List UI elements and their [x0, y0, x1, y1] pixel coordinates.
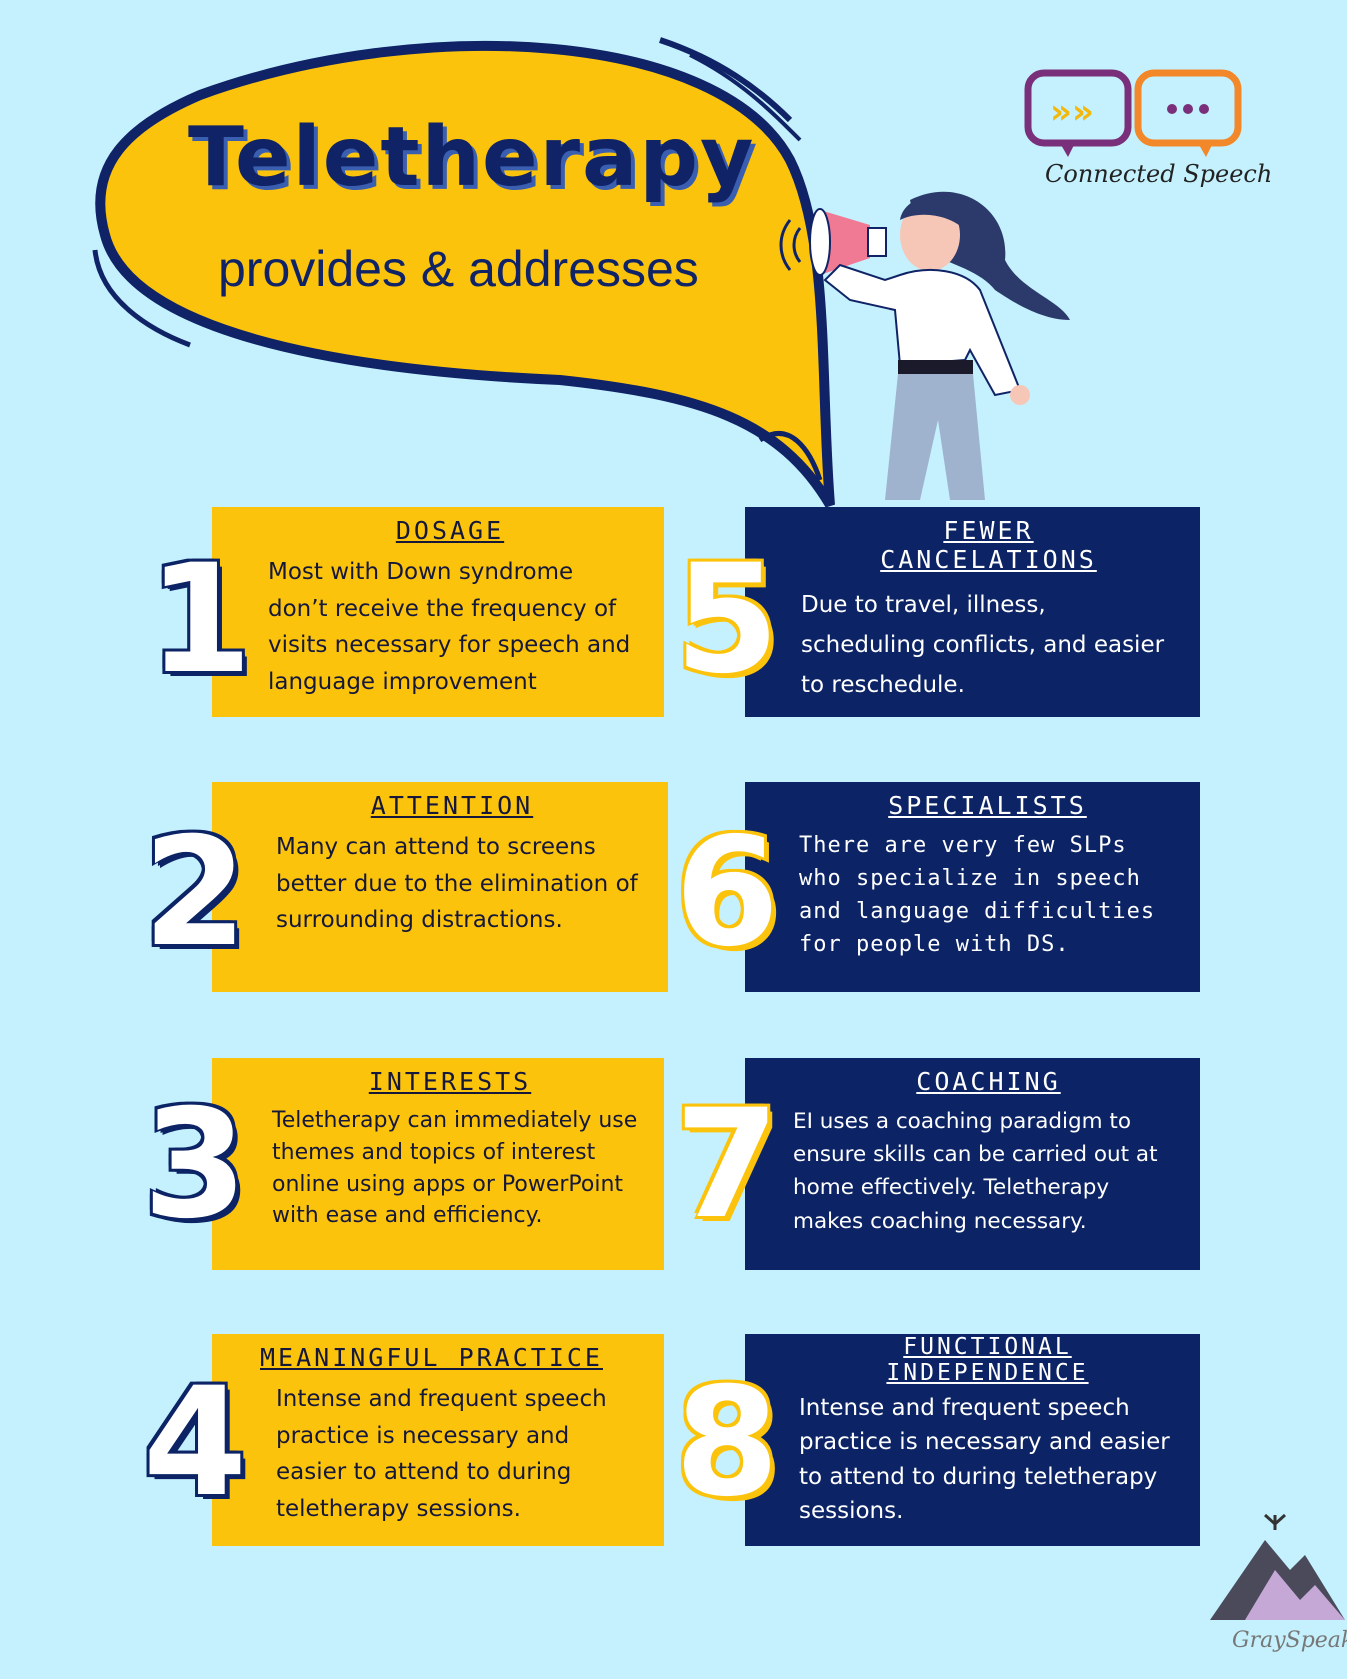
grayspeak-logo-text: GraySpeak [1232, 1628, 1347, 1653]
card-interests: INTERESTS Teletherapy can immediately us… [212, 1058, 664, 1270]
number-badge: 4 [142, 1356, 248, 1530]
page-subtitle: provides & addresses [218, 241, 699, 297]
number-badge: 8 [674, 1356, 780, 1530]
card-title: FEWER CANCELATIONS [880, 516, 1097, 574]
card-body: Due to travel, illness, scheduling confl… [801, 591, 1165, 699]
number-badge: 3 [142, 1078, 248, 1252]
card-body: Intense and frequent speech practice is … [799, 1394, 1170, 1525]
card-title: SPECIALISTS [888, 791, 1087, 820]
card-title: FUNCTIONAL INDEPENDENCE [886, 1334, 1089, 1387]
page-title: Teletherapy [188, 110, 756, 205]
svg-text:»»: »» [1050, 92, 1094, 132]
number-badge: 2 [142, 806, 248, 980]
connected-speech-logo-icon: »» [1024, 69, 1242, 157]
card-functional-independence: FUNCTIONAL INDEPENDENCE Intense and freq… [745, 1334, 1200, 1546]
speech-bubble [92, 37, 835, 508]
card-body: Teletherapy can immediately use themes a… [272, 1107, 638, 1229]
card-title: ATTENTION [370, 791, 534, 820]
mountain-logo-icon [1210, 1513, 1345, 1620]
card-fewer-cancelations: FEWER CANCELATIONS Due to travel, illnes… [745, 507, 1200, 717]
number-badge: 7 [674, 1078, 780, 1252]
card-title: DOSAGE [395, 516, 505, 545]
card-body: Most with Down syndrome don’t receive th… [268, 558, 631, 696]
card-coaching: COACHING EI uses a coaching paradigm to … [745, 1058, 1200, 1270]
number-badge: 5 [674, 533, 780, 707]
number-badge: 6 [674, 806, 780, 980]
card-body: There are very few SLPs who specialize i… [799, 832, 1156, 957]
logo-text: Connected Speech [1045, 160, 1273, 188]
card-specialists: SPECIALISTS There are very few SLPs who … [745, 782, 1200, 992]
card-body: Intense and frequent speech practice is … [276, 1385, 607, 1523]
card-body: Many can attend to screens better due to… [276, 833, 638, 934]
card-dosage: DOSAGE Most with Down syndrome don’t rec… [212, 507, 664, 717]
card-title: MEANINGFUL PRACTICE [260, 1343, 603, 1372]
card-title: COACHING [916, 1067, 1061, 1096]
card-attention: ATTENTION Many can attend to screens bet… [212, 782, 668, 992]
card-meaningful-practice: MEANINGFUL PRACTICE Intense and frequent… [212, 1334, 664, 1546]
woman-megaphone-icon [779, 191, 1070, 500]
card-title: INTERESTS [368, 1067, 532, 1096]
number-badge: 1 [147, 533, 253, 707]
card-body: EI uses a coaching paradigm to ensure sk… [793, 1108, 1158, 1234]
